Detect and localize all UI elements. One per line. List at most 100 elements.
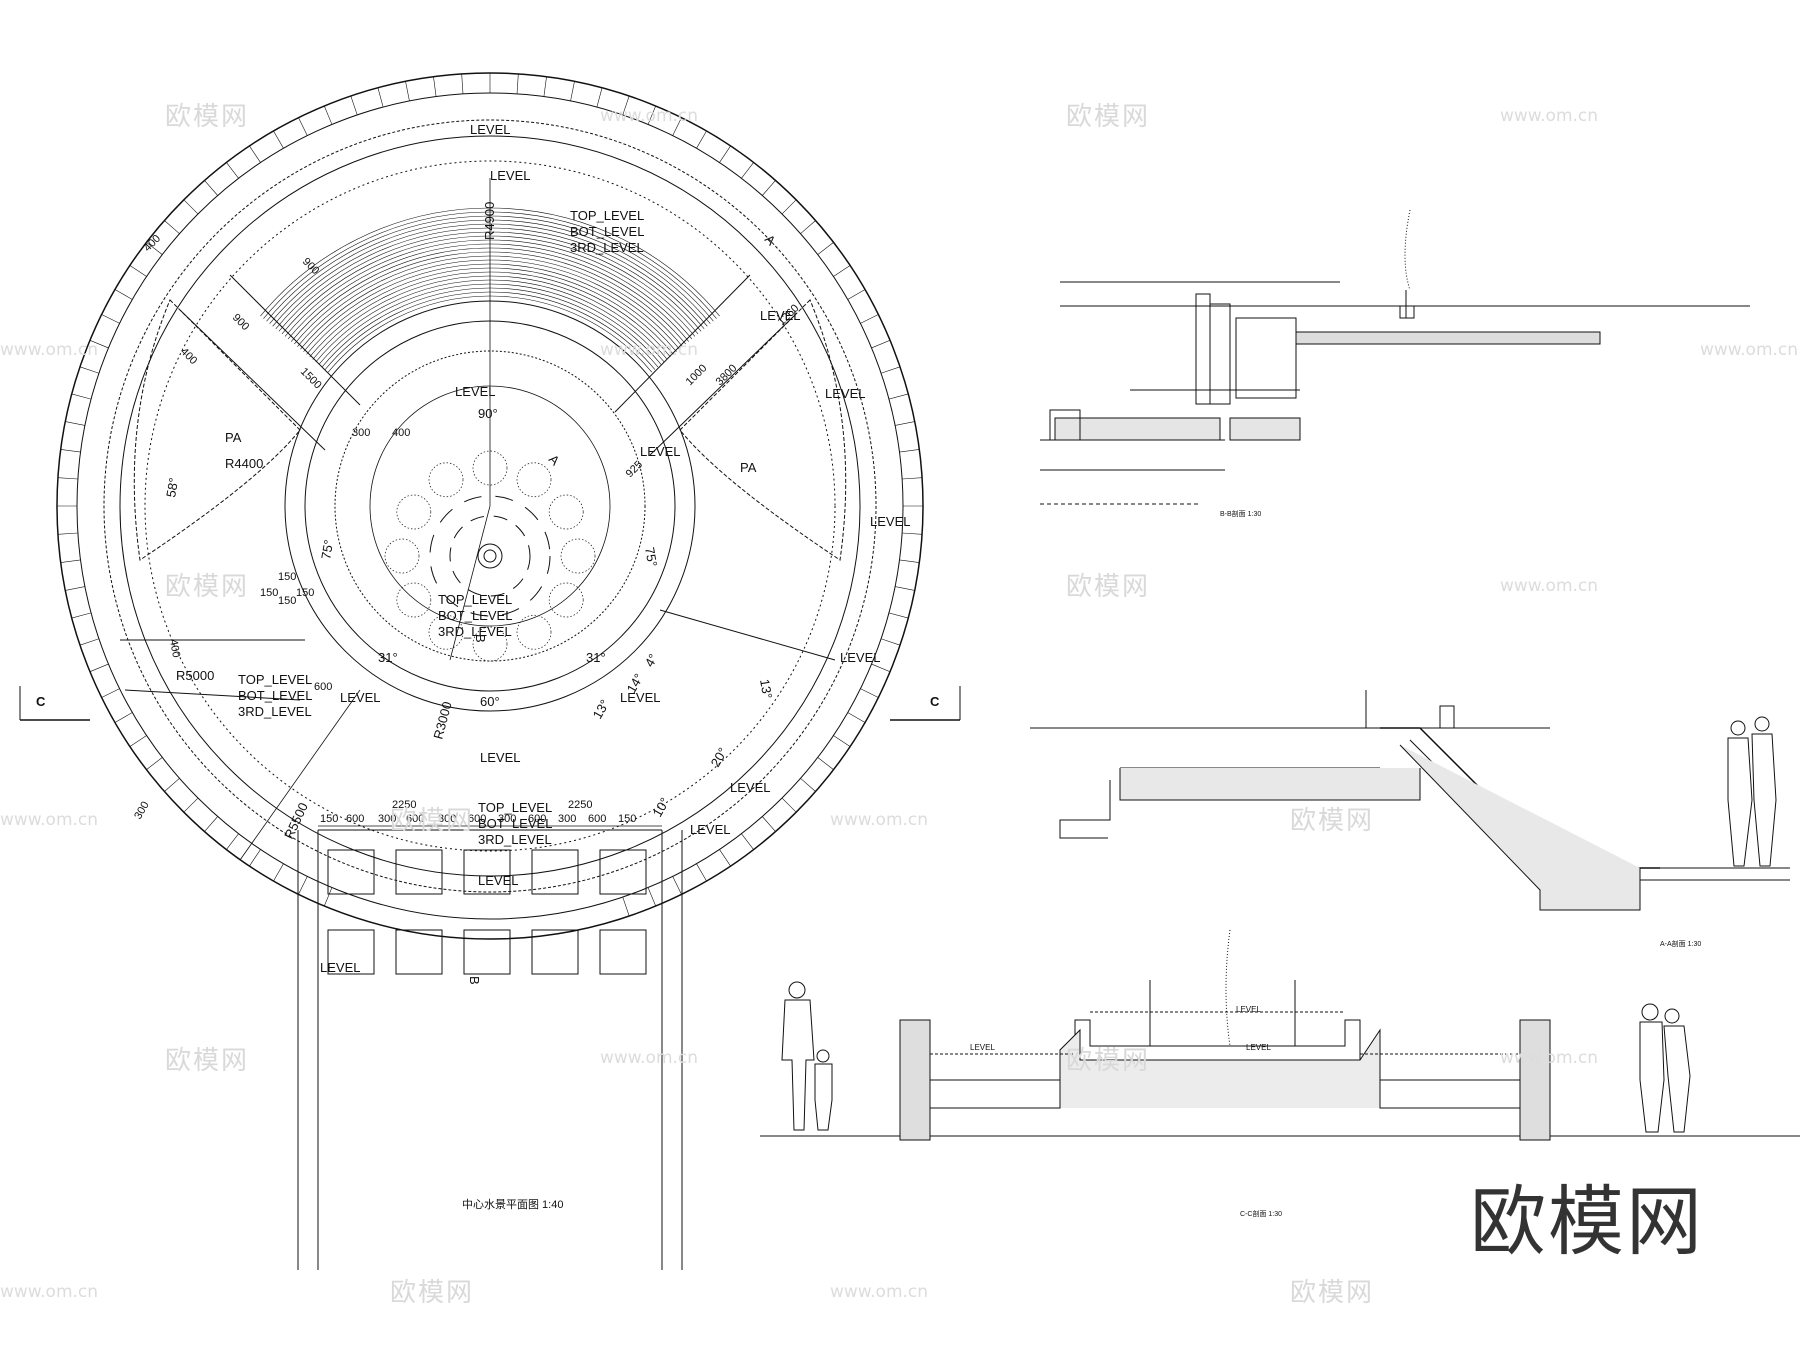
ring-tile-joint [902,532,923,535]
entrance-dim-label: 600 [588,813,606,825]
angle-90: 90° [478,406,498,421]
level-label-2: LEVEL [490,168,530,183]
entrance-dim-label: 300 [558,813,576,825]
level-stack-2-bot: BOT_LEVEL [438,608,512,623]
section-a-a [1030,690,1790,911]
angle-13-left: 13° [590,697,613,722]
watermark-url-9: www.om.cn [600,1048,699,1068]
watermark-url-1: www.om.cn [600,106,699,126]
ring-tile-joint [273,130,284,149]
ring-tile-joint [89,663,109,672]
ring-tile-joint [65,421,85,426]
ring-tile-joint [672,876,682,895]
ring-tile-joint [324,105,333,125]
angle-4: 4° [642,651,661,669]
dim-3800: 3800 [714,362,740,388]
section-mark-b-low: B [467,976,482,985]
ring-tile-joint [888,612,909,619]
level-stack-4-bot: BOT_LEVEL [478,816,552,831]
fountain-jet [548,582,584,618]
ring-tile-joint [79,638,100,646]
section-mark-right: C [930,694,940,709]
level-label-4: LEVEL [760,308,800,323]
fountain-jet [384,538,420,574]
level-label-13: LEVEL [690,822,730,837]
section-a-caption: A-A剖面 1:30 [1660,939,1701,948]
entrance-dim-label: 600 [468,813,486,825]
ring-tile-joint [847,712,866,723]
section-c-c [760,716,1800,1141]
angle-75-left: 75° [318,539,336,561]
entrance-dim-label: 600 [406,813,424,825]
ring-tile-joint [741,162,754,179]
section-c-level-3: LEVEL [1246,1043,1271,1052]
ring-tile-joint [65,586,85,591]
ring-tile-joint [298,876,308,895]
entrance-paver [395,849,443,895]
level-stack-1-bot: BOT_LEVEL [570,224,644,239]
level-stack-4-3rd: 3RD_LEVEL [478,832,552,847]
ring-tile-joint [183,199,199,215]
section-c-level-1: LEVEL [970,1043,995,1052]
ring-tile-joint [226,833,239,850]
watermark-brand-10: 欧模网 [1290,1278,1375,1308]
ring-tile-joint [871,340,891,349]
watermark-brand-9: 欧模网 [390,1278,475,1308]
section-mark-a-mid: A [546,452,563,469]
dim-300-edge: 300 [132,800,152,822]
human-figure-left [781,981,833,1131]
angle-13-right: 13° [757,678,775,700]
angle-10: 10° [650,795,673,820]
section-c-caption: C-C剖面 1:30 [1240,1209,1282,1218]
ring-tile-joint [800,778,816,792]
entrance-paver [531,929,579,975]
ring-tile-joint [249,849,261,867]
dim-400-top: 400 [142,233,163,254]
level-label-15: LEVEL [320,960,360,975]
level-stack-4-top: TOP_LEVEL [478,800,552,815]
ring-tile-joint [183,797,199,813]
watermark-brand-7: 欧模网 [165,1046,250,1076]
watermark-url-7: www.om.cn [0,810,99,830]
section-c-level-2: LEVEL [1236,1005,1261,1014]
level-label-11: LEVEL [480,750,520,765]
dim-600-side: 600 [314,681,332,693]
dim-1000: 1000 [684,362,710,388]
area-label-left: PA [225,430,242,445]
entrance-dim-label: 150 [618,813,636,825]
ring-tile-joint [622,896,630,917]
ring-tile-joint [377,87,384,108]
dim-400-mid: 400 [392,427,410,439]
entrance-paver [327,849,375,895]
ring-tile-joint [895,586,915,591]
entrance-dim-total: 2250 [568,799,592,811]
section-b-b [1040,209,1750,505]
level-stack-3-top: TOP_LEVEL [238,672,312,687]
angle-31-left: 31° [378,650,398,665]
entrance-paver [463,929,511,975]
ring-tile-joint [226,162,239,179]
ring-tile-joint [647,105,656,125]
ring-tile-joint [60,559,81,563]
ring-tile-joint [817,242,834,255]
ring-tile-joint [895,421,915,426]
ring-tile-joint [273,863,284,882]
watermark-brand-6: 欧模网 [1290,806,1375,836]
dim-400-side: 400 [167,638,182,658]
fountain-jet [472,450,508,486]
fountain-plan [19,72,961,1270]
ring-tile-joint [249,145,261,163]
ring-tile-joint [860,688,879,698]
ring-tile-joint [71,393,92,400]
fountain-jet [548,494,584,530]
level-label-10: LEVEL [340,690,380,705]
ring-tile-joint [101,688,120,698]
ring-tile-joint [324,887,333,907]
ring-tile-joint [350,95,358,116]
plan-title: 中心水景平面图 1:40 [462,1198,563,1211]
fountain-jet [428,462,464,498]
ring-tile-joint [847,289,866,300]
ring-tile-joint [57,477,78,480]
